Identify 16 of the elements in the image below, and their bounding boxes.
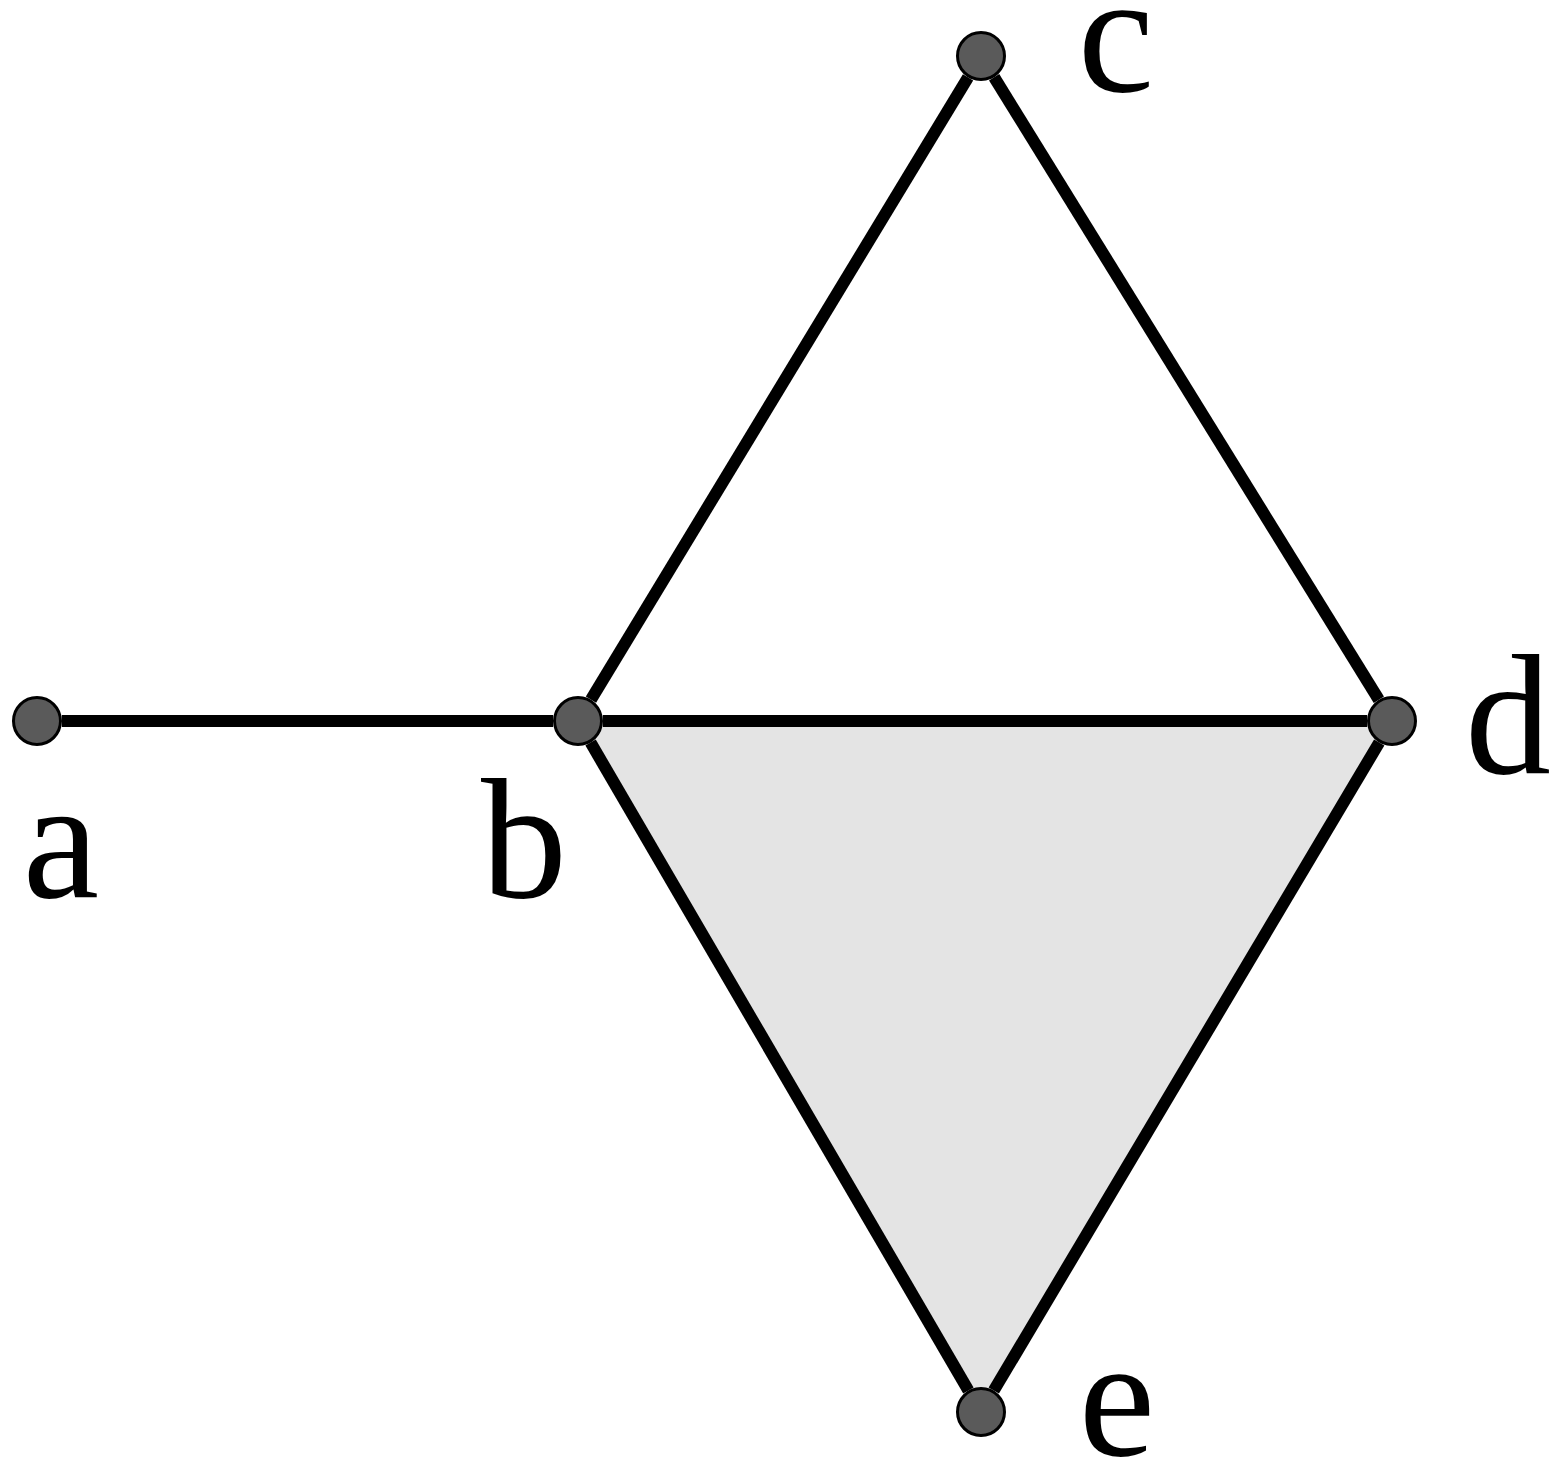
vertex-dot <box>1367 696 1417 746</box>
vertex-dot <box>956 31 1006 81</box>
graph-edge <box>988 739 1385 1394</box>
vertex-label: a <box>22 766 100 912</box>
vertex-dot <box>12 696 62 746</box>
vertex-dot <box>553 696 603 746</box>
graph-edge <box>603 715 1367 727</box>
vertex-label: b <box>481 766 567 912</box>
graph-edge <box>585 74 974 703</box>
vertex-label: c <box>1077 0 1155 106</box>
vertex-label: d <box>1465 642 1551 788</box>
graph-edge <box>62 715 553 727</box>
graph-edge <box>989 74 1384 703</box>
vertex-label: e <box>1078 1324 1156 1465</box>
vertex-dot <box>956 1387 1006 1437</box>
graph-edge <box>585 739 974 1394</box>
